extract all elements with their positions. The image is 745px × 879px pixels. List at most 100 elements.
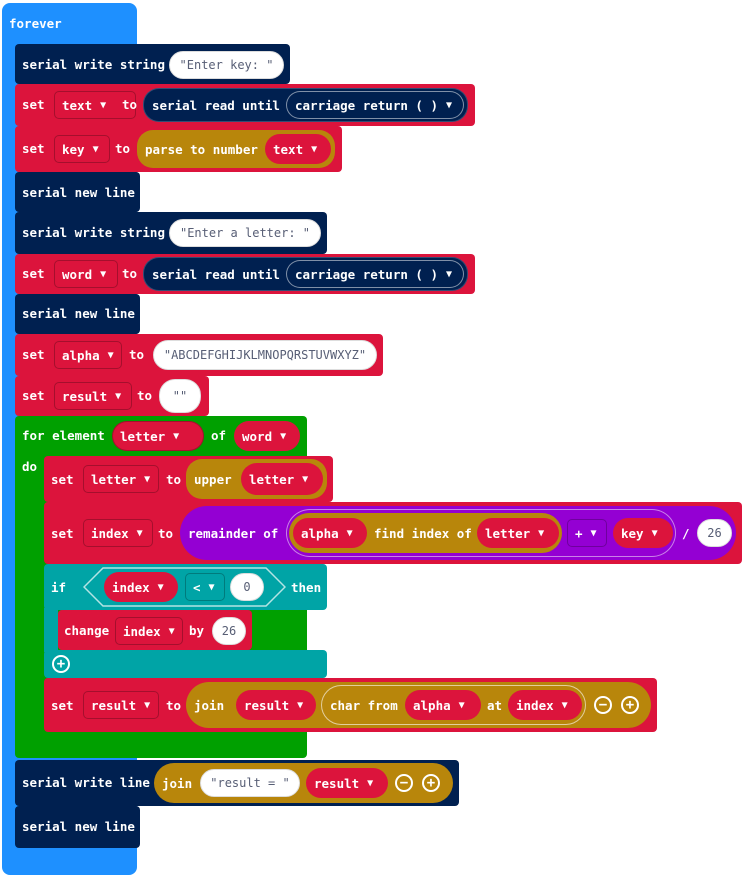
- dropdown-arrow-icon: ▼: [311, 143, 318, 155]
- to-label: to: [166, 472, 182, 487]
- var-dropdown-word[interactable]: word▼: [54, 260, 118, 288]
- dropdown-arrow-icon: ▼: [173, 430, 180, 442]
- to-label: to: [122, 97, 138, 112]
- dropdown-arrow-icon: ▼: [136, 527, 143, 539]
- dropdown-arrow-icon: ▼: [280, 430, 287, 442]
- alpha-variable-reporter[interactable]: alpha▼: [405, 690, 481, 720]
- dropdown-arrow-icon: ▼: [458, 699, 465, 711]
- block-label: serial new line: [22, 306, 135, 321]
- set-label: set: [22, 347, 45, 362]
- add-input-icon[interactable]: +: [422, 774, 440, 792]
- dropdown-arrow-icon: ▼: [208, 581, 215, 593]
- number-input[interactable]: 26: [697, 519, 732, 547]
- var-dropdown-text[interactable]: text ▼: [54, 91, 136, 119]
- if-block-arm: [44, 608, 58, 652]
- dropdown-arrow-icon: ▼: [297, 699, 304, 711]
- dropdown-arrow-icon: ▼: [367, 777, 374, 789]
- serial-new-line-block[interactable]: [15, 294, 140, 334]
- serial-new-line-block[interactable]: [15, 172, 140, 212]
- block-label: serial write line: [22, 775, 150, 790]
- string-input[interactable]: "ABCDEFGHIJKLMNOPQRSTUVWXYZ": [153, 340, 377, 370]
- forever-label: forever: [9, 16, 62, 31]
- var-dropdown-index[interactable]: index▼: [115, 617, 183, 645]
- number-input[interactable]: 0: [230, 573, 264, 601]
- to-label: to: [122, 266, 138, 281]
- delimiter-dropdown[interactable]: carriage return ( )▼: [286, 91, 464, 119]
- dropdown-arrow-icon: ▼: [144, 699, 151, 711]
- to-label: to: [129, 347, 145, 362]
- alpha-variable-reporter[interactable]: alpha▼: [293, 518, 367, 548]
- string-input[interactable]: "result = ": [200, 769, 300, 797]
- block-label: serial new line: [22, 185, 135, 200]
- string-input[interactable]: "": [159, 379, 201, 413]
- dropdown-arrow-icon: ▼: [144, 473, 151, 485]
- key-variable-reporter[interactable]: key▼: [613, 518, 673, 548]
- dropdown-arrow-icon: ▼: [446, 99, 453, 111]
- var-dropdown-result[interactable]: result▼: [54, 382, 132, 410]
- dropdown-arrow-icon: ▼: [168, 625, 175, 637]
- remove-input-icon[interactable]: −: [594, 696, 612, 714]
- var-dropdown-alpha[interactable]: alpha▼: [54, 341, 122, 369]
- at-label: at: [487, 698, 503, 713]
- dropdown-arrow-icon: ▼: [446, 268, 453, 280]
- change-label: change: [64, 623, 110, 638]
- set-label: set: [22, 97, 45, 112]
- result-variable-reporter[interactable]: result▼: [236, 690, 316, 720]
- var-dropdown-result[interactable]: result▼: [83, 691, 159, 719]
- dropdown-arrow-icon: ▼: [346, 527, 353, 539]
- operator-dropdown[interactable]: +▼: [567, 519, 607, 547]
- var-dropdown-letter[interactable]: letter▼: [112, 421, 204, 451]
- by-label: by: [189, 623, 205, 638]
- string-input[interactable]: "Enter key: ": [169, 51, 284, 79]
- dropdown-arrow-icon: ▼: [115, 390, 122, 402]
- dropdown-arrow-icon: ▼: [100, 99, 107, 111]
- set-label: set: [51, 698, 74, 713]
- serial-new-line-block[interactable]: [15, 806, 140, 848]
- find-index-of-label: find index of: [374, 526, 472, 541]
- to-label: to: [166, 698, 182, 713]
- dropdown-arrow-icon: ▼: [302, 473, 309, 485]
- result-variable-reporter[interactable]: result▼: [306, 768, 388, 798]
- set-label: set: [22, 388, 45, 403]
- to-label: to: [158, 526, 174, 541]
- var-dropdown-letter[interactable]: letter▼: [83, 465, 159, 493]
- dropdown-arrow-icon: ▼: [107, 349, 114, 361]
- add-else-icon[interactable]: +: [52, 655, 70, 673]
- index-variable-reporter[interactable]: index▼: [508, 690, 582, 720]
- set-label: set: [51, 526, 74, 541]
- add-input-icon[interactable]: +: [621, 696, 639, 714]
- dropdown-arrow-icon: ▼: [651, 527, 658, 539]
- remove-input-icon[interactable]: −: [395, 774, 413, 792]
- index-variable-reporter[interactable]: index▼: [104, 572, 178, 602]
- delimiter-dropdown[interactable]: carriage return ( )▼: [286, 260, 464, 288]
- if-label: if: [51, 580, 67, 595]
- var-dropdown-key[interactable]: key▼: [54, 135, 110, 163]
- of-label: of: [211, 428, 227, 443]
- dropdown-arrow-icon: ▼: [590, 527, 597, 539]
- letter-variable-reporter[interactable]: letter▼: [241, 463, 323, 495]
- if-block-footer[interactable]: [44, 650, 327, 678]
- dropdown-arrow-icon: ▼: [561, 699, 568, 711]
- to-label: to: [115, 141, 131, 156]
- block-label: serial write string: [22, 225, 165, 240]
- dropdown-arrow-icon: ▼: [92, 143, 99, 155]
- var-dropdown-index[interactable]: index▼: [83, 519, 153, 547]
- block-label: serial write string: [22, 57, 165, 72]
- block-label: serial new line: [22, 819, 135, 834]
- string-input[interactable]: "Enter a letter: ": [169, 219, 321, 247]
- dropdown-arrow-icon: ▼: [538, 527, 545, 539]
- divide-label: /: [682, 526, 690, 541]
- then-label: then: [291, 580, 322, 595]
- set-label: set: [51, 472, 74, 487]
- letter-variable-reporter[interactable]: letter▼: [477, 518, 559, 548]
- for-element-label: for element: [22, 428, 105, 443]
- text-variable-reporter[interactable]: text▼: [265, 134, 331, 164]
- comparison-operator-dropdown[interactable]: <▼: [185, 573, 225, 601]
- dropdown-arrow-icon: ▼: [157, 581, 164, 593]
- set-label: set: [22, 141, 45, 156]
- to-label: to: [137, 388, 153, 403]
- dropdown-arrow-icon: ▼: [100, 268, 107, 280]
- number-input[interactable]: 26: [212, 617, 246, 645]
- var-name: text: [62, 97, 93, 113]
- word-variable-reporter[interactable]: word▼: [234, 421, 300, 451]
